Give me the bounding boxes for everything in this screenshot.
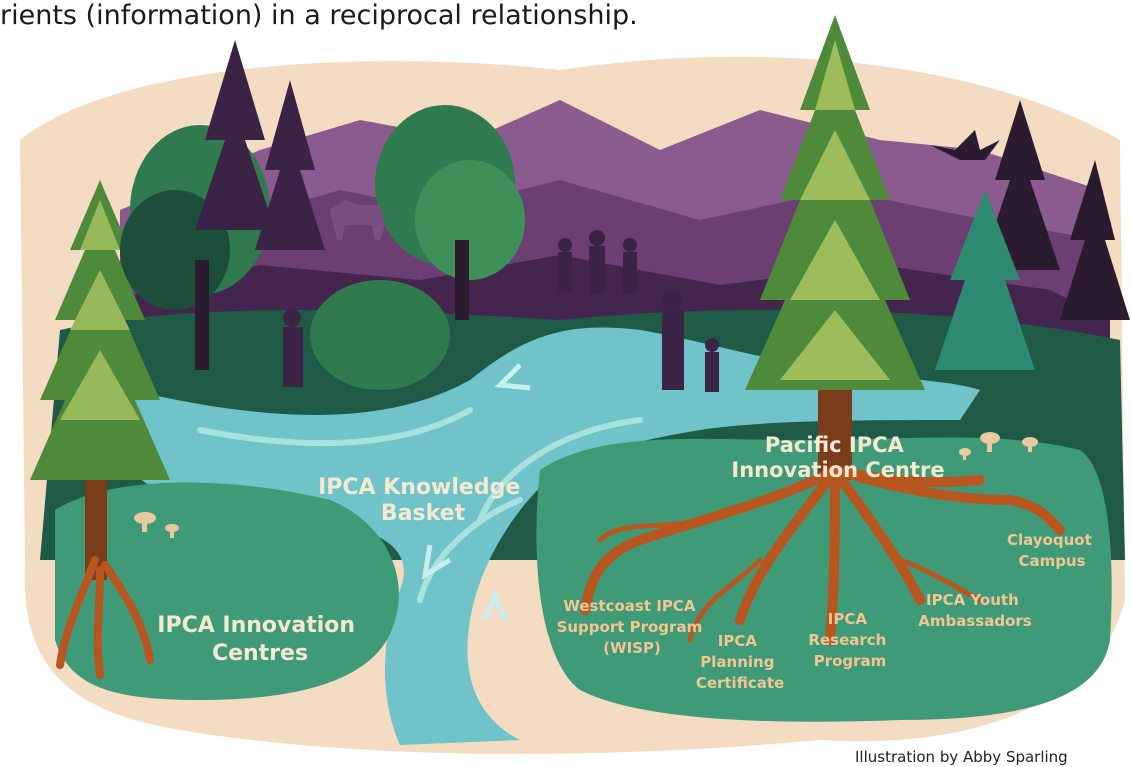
dark-conifer — [195, 40, 275, 230]
label-line: Pacific IPCA — [765, 433, 905, 457]
label-wisp: Westcoast IPCA Support Program (WISP) — [557, 597, 708, 657]
label-line: IPCA Youth — [926, 591, 1019, 609]
tree-trunk — [455, 240, 469, 320]
label-line: Innovation Centre — [731, 458, 944, 482]
label-line: IPCA — [828, 610, 868, 628]
illustration-credit: Illustration by Abby Sparling — [855, 748, 1068, 766]
conifer-left-highlight — [60, 200, 140, 420]
left-meadow — [55, 482, 399, 700]
eagle-silhouette — [930, 130, 1000, 160]
label-line: IPCA — [718, 632, 758, 650]
tree-roots — [580, 465, 1065, 645]
dark-conifer — [255, 80, 325, 250]
label-research: IPCA Research Program — [808, 610, 891, 670]
label-line: Research — [808, 631, 886, 649]
river-arrow — [494, 363, 531, 391]
caption-text: rients (information) in a reciprocal rel… — [0, 0, 638, 31]
river-arrow — [482, 588, 508, 621]
teal-conifer — [935, 190, 1035, 370]
label-line: Program — [814, 652, 887, 670]
conifer-right — [745, 15, 925, 390]
label-planning: IPCA Planning Certificate — [696, 632, 784, 692]
label-line: Clayoquot — [1007, 531, 1092, 549]
roots-thin — [597, 517, 983, 643]
elk-silhouette — [330, 200, 385, 240]
label-innovation-centres: IPCA Innovation Centres — [157, 613, 362, 666]
label-clayoquot: Clayoquot Campus — [1007, 531, 1097, 570]
mushrooms — [134, 432, 1038, 538]
river — [130, 327, 980, 745]
right-meadow — [536, 437, 1112, 722]
label-line: Ambassadors — [918, 612, 1032, 630]
label-line: Certificate — [696, 674, 784, 692]
conifer-right-highlight — [780, 40, 890, 380]
label-line: Westcoast IPCA — [563, 597, 696, 615]
dark-conifer — [1060, 160, 1130, 320]
bush — [310, 280, 450, 390]
people-silhouettes — [283, 230, 719, 392]
label-youth: IPCA Youth Ambassadors — [918, 591, 1032, 630]
label-pacific-centre: Pacific IPCA Innovation Centre — [731, 433, 944, 482]
label-line: IPCA Knowledge — [318, 475, 520, 500]
tree-roots — [56, 556, 154, 679]
label-line: Support Program — [557, 618, 703, 636]
deciduous-tree — [415, 160, 525, 280]
river-arrow — [421, 544, 452, 580]
river-highlight — [197, 407, 643, 603]
label-line: Planning — [700, 653, 774, 671]
label-line: (WISP) — [603, 639, 661, 657]
tree-trunk — [195, 260, 209, 370]
label-knowledge-basket: IPCA Knowledge Basket — [318, 475, 528, 526]
dark-conifer — [980, 100, 1060, 270]
label-line: Centres — [212, 641, 308, 666]
label-line: Campus — [1018, 552, 1085, 570]
label-line: IPCA Innovation — [157, 613, 355, 638]
label-line: Basket — [381, 501, 466, 526]
